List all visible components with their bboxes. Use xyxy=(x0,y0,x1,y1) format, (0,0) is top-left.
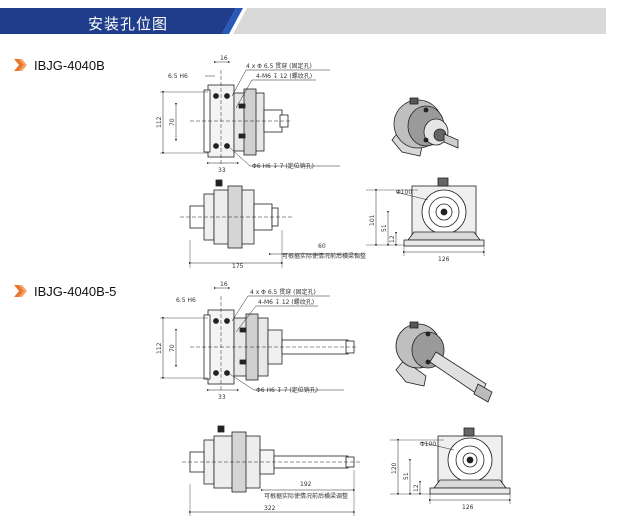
note-locating-holes: Φ6 H6 ↧ 7 (定位销孔) xyxy=(252,162,314,170)
dim-175: 175 xyxy=(232,263,244,270)
dim-112: 112 xyxy=(156,342,163,354)
model1-end-view xyxy=(366,177,486,256)
dim-16: 16 xyxy=(220,55,228,62)
note-adjust: 可根据实际使情况前后横梁调整 xyxy=(282,252,366,260)
model2-side-view xyxy=(182,425,360,516)
note-through-holes: 4 x Φ 6.5 贯穿 (固定孔) xyxy=(246,62,312,70)
model2-iso-view xyxy=(395,321,493,403)
dim-12: 12 xyxy=(389,235,396,243)
dim-6-5-h6: 6.5 H6 xyxy=(176,297,196,304)
note-through-holes: 4 x Φ 6.5 贯穿 (固定孔) xyxy=(250,288,316,296)
dim-126: 126 xyxy=(438,256,450,263)
dim-51: 51 xyxy=(381,224,388,232)
model-label-2: IBJG-4040B-5 xyxy=(34,284,117,299)
section-title: 安装孔位图 xyxy=(88,15,169,33)
dim-120: 120 xyxy=(391,462,398,474)
note-adjust: 可根据实际使情况前后横梁调整 xyxy=(264,492,348,500)
model-label-1: IBJG-4040B xyxy=(34,58,105,73)
note-thread-holes: 4-M6 ↧ 12 (螺纹孔) xyxy=(256,72,312,80)
model1-iso-view xyxy=(391,97,459,157)
model2-end-view xyxy=(390,427,512,504)
dim-70: 70 xyxy=(169,344,176,352)
dim-33: 33 xyxy=(218,394,226,401)
model2-front-view xyxy=(160,286,358,392)
note-locating-holes: Φ6 H6 ↧ 7 (定位销孔) xyxy=(256,386,318,394)
note-thread-holes: 4-M6 ↧ 12 (螺纹孔) xyxy=(258,298,314,306)
dim-101: 101 xyxy=(369,214,376,226)
section-header-bar xyxy=(0,8,606,34)
dim-126: 126 xyxy=(462,504,474,511)
dim-33: 33 xyxy=(218,167,226,174)
model1-front-view xyxy=(160,60,340,167)
dim-51: 51 xyxy=(403,472,410,480)
orange-arrow-icon xyxy=(14,59,27,71)
dim-70: 70 xyxy=(169,118,176,126)
dim-112: 112 xyxy=(156,116,163,128)
dim-60: 60 xyxy=(318,243,326,250)
dim-6-5-h6: 6.5 H6 xyxy=(168,73,188,80)
dim-12: 12 xyxy=(413,484,420,492)
dim-phi100: Φ100 xyxy=(420,441,436,448)
model1-side-view xyxy=(180,179,358,268)
dim-322: 322 xyxy=(264,505,276,512)
orange-arrow-icon xyxy=(14,285,27,297)
dim-16: 16 xyxy=(220,281,228,288)
dim-phi100: Φ100 xyxy=(396,189,412,196)
dim-192: 192 xyxy=(300,481,312,488)
